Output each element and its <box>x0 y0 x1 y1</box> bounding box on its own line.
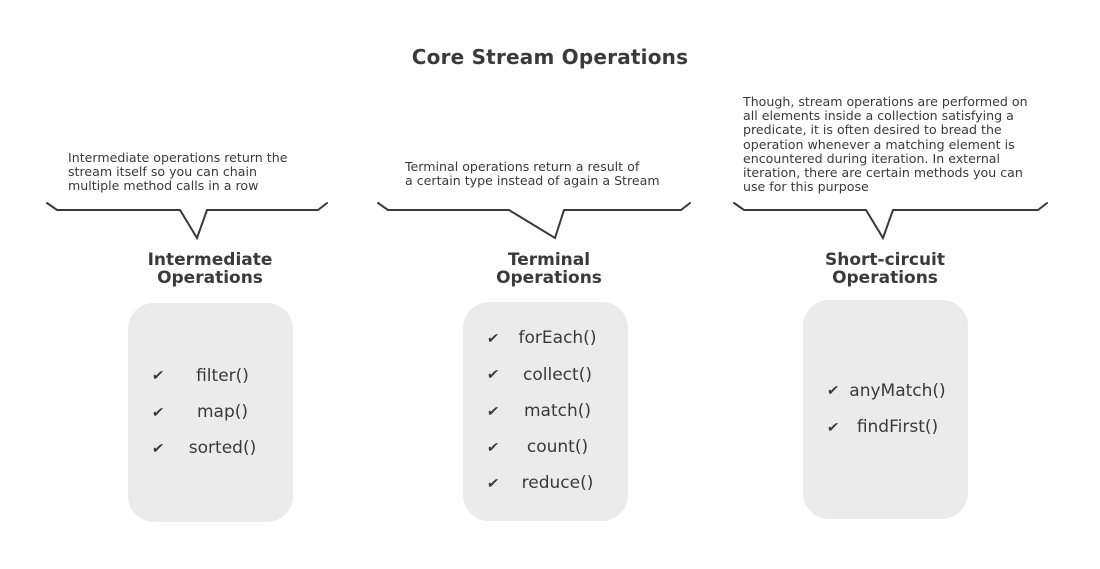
check-icon: ✔ <box>485 476 500 492</box>
diagram-title: Core Stream Operations <box>411 45 689 69</box>
operation-item: ✔ map() <box>150 401 275 423</box>
operation-item: ✔ forEach() <box>485 328 610 349</box>
operation-item: ✔ sorted() <box>150 438 275 459</box>
check-icon: ✔ <box>485 439 500 456</box>
operation-label: filter() <box>196 365 249 386</box>
operation-item: ✔ filter() <box>150 365 275 387</box>
operation-label: reduce() <box>521 473 594 494</box>
operations-box-intermediate: ✔ filter() ✔ map() ✔ sorted() <box>128 303 293 522</box>
operation-item: ✔ findFirst() <box>825 417 950 438</box>
operation-label: anyMatch() <box>849 380 946 401</box>
operation-label: match() <box>523 400 592 421</box>
check-icon: ✔ <box>150 440 165 457</box>
operation-item: ✔ anyMatch() <box>825 380 950 402</box>
operation-label: findFirst() <box>856 417 939 437</box>
check-icon: ✔ <box>150 368 165 385</box>
operation-label: count() <box>526 437 589 458</box>
bracket-short-circuit-icon <box>733 202 1048 241</box>
operation-label: collect() <box>523 364 592 385</box>
operation-label: map() <box>196 401 249 422</box>
check-icon: ✔ <box>485 367 500 384</box>
operations-box-terminal: ✔ forEach() ✔ collect() ✔ match() ✔ count() ✔ red… <box>463 302 628 521</box>
operation-item: ✔ count() <box>485 437 610 458</box>
annotation-terminal: Terminal operations return a result of a… <box>405 159 660 189</box>
check-icon: ✔ <box>485 331 500 347</box>
operation-item: ✔ reduce() <box>485 473 610 494</box>
operation-label: sorted() <box>188 438 257 459</box>
operation-item: ✔ match() <box>485 400 610 422</box>
annotation-intermediate: Intermediate operations return the strea… <box>68 150 288 194</box>
operations-box-short-circuit: ✔ anyMatch() ✔ findFirst() <box>803 300 968 519</box>
check-icon: ✔ <box>485 403 500 420</box>
bracket-terminal-icon <box>377 202 691 240</box>
heading-short-circuit-operations: Short-circuit Operations <box>824 250 945 289</box>
operation-label: forEach() <box>518 328 597 349</box>
check-icon: ✔ <box>150 404 165 421</box>
pointer-brackets <box>46 202 1048 241</box>
heading-terminal-operations: Terminal Operations <box>496 250 602 289</box>
check-icon: ✔ <box>825 419 840 436</box>
operation-item: ✔ collect() <box>485 364 610 386</box>
heading-intermediate-operations: Intermediate Operations <box>147 250 273 289</box>
bracket-intermediate-icon <box>46 202 328 241</box>
annotation-short-circuit: Though, stream operations are performed … <box>743 94 1028 195</box>
check-icon: ✔ <box>825 383 840 400</box>
